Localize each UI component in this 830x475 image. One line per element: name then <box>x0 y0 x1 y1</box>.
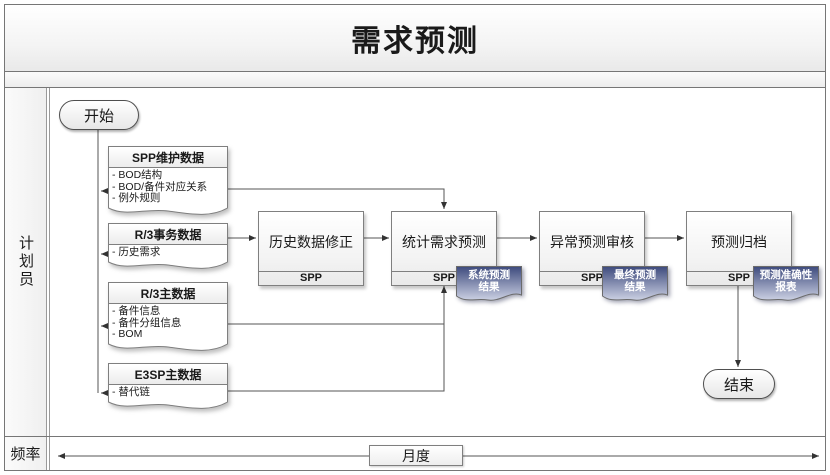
data-store-body: SPP维护数据 - BOD结构 - BOD/备件对应关系 - 例外规则 <box>108 146 228 205</box>
data-store-body: E3SP主数据 - 替代链 <box>108 363 228 399</box>
document-wave <box>108 204 228 215</box>
data-store-items: - 备件信息 - 备件分组信息 - BOM <box>109 304 227 341</box>
page-title: 需求预测 <box>351 25 479 58</box>
document-system-forecast-result: 系统预测 结果 <box>456 266 522 304</box>
data-store-item: - 备件信息 <box>112 305 161 317</box>
data-store-spp-maintained: SPP维护数据 - BOD结构 - BOD/备件对应关系 - 例外规则 <box>108 146 228 218</box>
arrow-masterdata-to-statforecast-bottom <box>228 286 447 392</box>
process-system-tag: SPP <box>540 271 644 285</box>
document-shape <box>456 266 522 301</box>
process-label: 统计需求预测 <box>402 233 486 250</box>
process-history-data-fix: 历史数据修正 SPP <box>258 211 364 286</box>
arrow-sppdata-to-statforecast-top <box>228 188 447 209</box>
data-store-items: - 替代链 <box>109 385 227 399</box>
start-label: 开始 <box>83 107 114 125</box>
document-forecast-accuracy-report: 预测准确性 报表 <box>753 266 819 304</box>
data-store-item: - 例外规则 <box>112 192 161 204</box>
document-label-line1: 系统预测 <box>468 269 510 281</box>
data-store-item: - 替代链 <box>112 386 150 398</box>
document-label: 最终预测 结果 <box>602 269 668 293</box>
document-wave <box>108 258 228 269</box>
document-shape <box>753 266 819 301</box>
process-label: 异常预测审核 <box>550 233 634 250</box>
data-store-item: - BOM <box>112 328 143 340</box>
process-system-tag: SPP <box>392 271 496 285</box>
data-store-body: R/3主数据 - 备件信息 - 备件分组信息 - BOM <box>108 282 228 341</box>
document-label-line1: 最终预测 <box>614 269 656 281</box>
role-lane-header: 计划员 <box>5 88 47 436</box>
data-store-title: R/3主数据 <box>109 283 227 304</box>
data-store-body: R/3事务数据 - 历史需求 <box>108 223 228 259</box>
swimlane-row: 计划员 <box>5 88 825 436</box>
header-strip <box>5 72 825 88</box>
frequency-canvas: 月度 <box>49 437 825 470</box>
document-label-line2: 结果 <box>624 281 646 293</box>
data-store-item: - 历史需求 <box>112 246 161 258</box>
document-label-line2: 报表 <box>775 281 797 293</box>
process-label: 预测归档 <box>711 233 767 250</box>
data-store-item: - BOD结构 <box>112 169 163 181</box>
data-store-r3-transaction: R/3事务数据 - 历史需求 <box>108 223 228 272</box>
frequency-lane-header: 频率 <box>5 437 47 470</box>
data-store-item: - BOD/备件对应关系 <box>112 180 208 193</box>
document-final-forecast-result: 最终预测 结果 <box>602 266 668 304</box>
frequency-lane-label: 频率 <box>10 446 41 463</box>
data-store-items: - BOD结构 - BOD/备件对应关系 - 例外规则 <box>109 168 227 205</box>
data-store-title: E3SP主数据 <box>109 364 227 385</box>
data-store-r3-master: R/3主数据 - 备件信息 - 备件分组信息 - BOM <box>108 282 228 354</box>
document-label-line1: 预测准确性 <box>759 269 813 281</box>
title-bar: 需求预测 <box>5 5 825 72</box>
role-lane-label: 计划员 <box>17 235 34 289</box>
document-shape <box>602 266 668 301</box>
end-label: 结束 <box>723 376 754 394</box>
document-label: 预测准确性 报表 <box>753 269 819 293</box>
start-node: 开始 <box>59 100 139 130</box>
data-store-items: - 历史需求 <box>109 245 227 259</box>
data-store-item: - 备件分组信息 <box>112 316 182 329</box>
flowchart-canvas: 开始 结束 SPP维护数据 - BOD结构 - BOD/备件对应关系 - 例外规… <box>49 88 825 436</box>
process-system-tag: SPP <box>259 271 363 285</box>
document-label: 系统预测 结果 <box>456 269 522 293</box>
frequency-value-label: 月度 <box>402 447 430 464</box>
frequency-value-box: 月度 <box>369 445 463 466</box>
document-wave <box>108 340 228 351</box>
document-label-line2: 结果 <box>478 281 500 293</box>
frequency-lane: 频率 月度 <box>5 436 825 470</box>
process-system-tag: SPP <box>687 271 791 285</box>
document-wave <box>108 398 228 409</box>
end-node: 结束 <box>703 369 775 399</box>
diagram-frame: 需求预测 计划员 <box>4 4 826 471</box>
process-label: 历史数据修正 <box>269 233 353 250</box>
data-store-e3sp-master: E3SP主数据 - 替代链 <box>108 363 228 412</box>
data-store-title: R/3事务数据 <box>109 224 227 245</box>
data-store-title: SPP维护数据 <box>109 147 227 168</box>
